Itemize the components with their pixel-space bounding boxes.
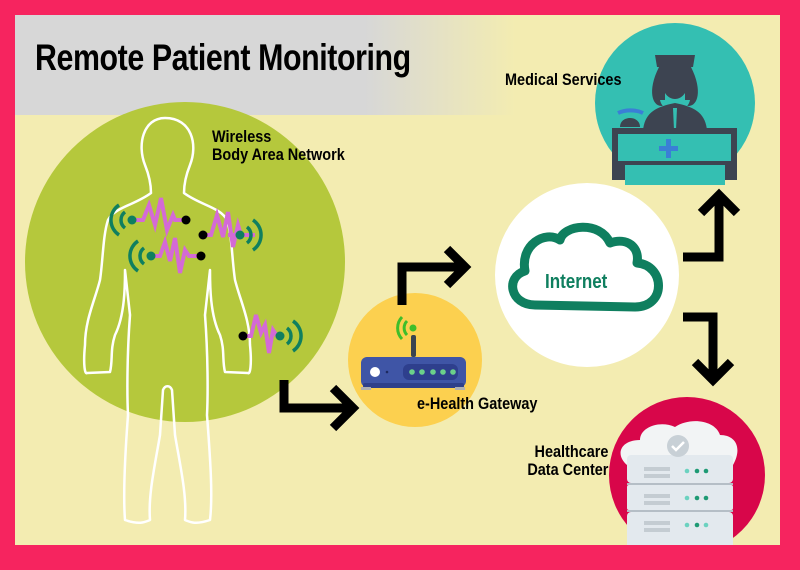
wban-circle bbox=[25, 102, 345, 422]
arrow-internet-to-datacenter bbox=[683, 312, 735, 387]
sensor-wrist bbox=[238, 314, 303, 354]
datacenter-label-line2: Data Center bbox=[526, 460, 608, 479]
wban-label-line1: Wireless bbox=[212, 127, 272, 146]
sensor-chest-right bbox=[198, 207, 263, 252]
arrow-wban-to-gateway bbox=[279, 380, 360, 432]
diagram-scene bbox=[25, 23, 765, 545]
page-title: Remote Patient Monitoring bbox=[35, 37, 411, 78]
arrow-gateway-to-internet bbox=[397, 245, 472, 305]
cloud-server-icon bbox=[620, 421, 738, 545]
medical-services-label: Medical Services bbox=[505, 70, 622, 89]
datacenter-label: Healthcare Data Center bbox=[527, 443, 608, 479]
title-band bbox=[15, 15, 515, 115]
gateway-label: e-Health Gateway bbox=[417, 394, 538, 413]
human-body-icon bbox=[82, 116, 253, 524]
sensor-chest-left bbox=[109, 197, 191, 238]
internet-label: Internet bbox=[545, 271, 608, 293]
cloud-icon bbox=[508, 222, 663, 312]
datacenter-label-line1: Healthcare bbox=[534, 442, 608, 461]
arrow-internet-to-medical bbox=[683, 188, 741, 262]
wban-label-line2: Body Area Network bbox=[212, 145, 345, 164]
reception-desk-nurse-icon bbox=[612, 55, 737, 185]
diagram-canvas: Remote Patient Monitoring Wireless Body … bbox=[15, 15, 780, 545]
sensor-chest-center bbox=[128, 235, 206, 274]
internet-circle bbox=[495, 183, 679, 367]
router-icon bbox=[361, 315, 466, 390]
wban-label: Wireless Body Area Network bbox=[212, 128, 345, 164]
